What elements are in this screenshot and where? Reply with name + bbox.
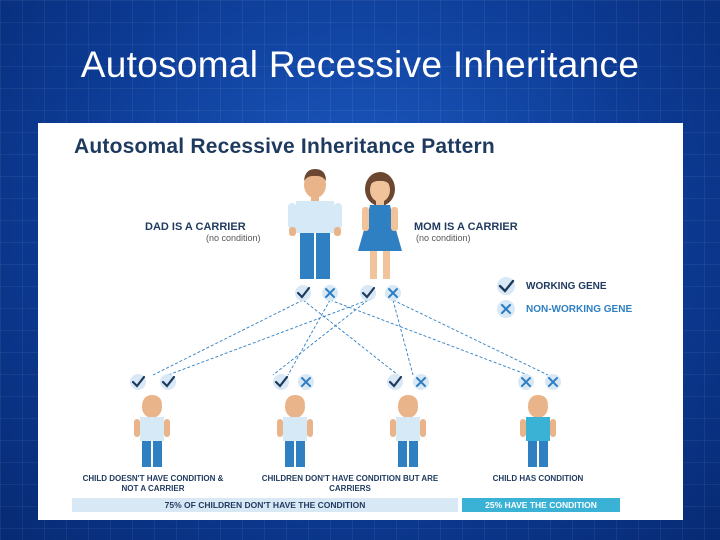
dad-figure bbox=[288, 169, 342, 279]
slide-title: Autosomal Recessive Inheritance bbox=[80, 44, 640, 85]
dad-sublabel: (no condition) bbox=[206, 233, 261, 243]
bar-no-condition: 75% OF CHILDREN DON'T HAVE THE CONDITION bbox=[72, 498, 458, 512]
legend-non-working: NON-WORKING GENE bbox=[526, 304, 633, 315]
child-4-figure bbox=[520, 395, 556, 467]
child-2-figure bbox=[277, 395, 313, 467]
working-gene-icon bbox=[497, 277, 515, 295]
child-3-figure bbox=[390, 395, 426, 467]
inheritance-diagram: Autosomal Recessive Inheritance Pattern bbox=[38, 123, 683, 520]
child-3-genes bbox=[387, 374, 429, 390]
child-4-genes bbox=[518, 374, 561, 390]
mom-label: MOM IS A CARRIER bbox=[414, 221, 518, 233]
diagram-title: Autosomal Recessive Inheritance Pattern bbox=[74, 135, 495, 158]
child-2-genes bbox=[273, 374, 314, 390]
mom-figure bbox=[358, 172, 402, 279]
mom-genes bbox=[360, 285, 401, 301]
inheritance-lines bbox=[152, 299, 549, 376]
bar-condition: 25% HAVE THE CONDITION bbox=[462, 498, 620, 512]
child-1-label: CHILD DOESN'T HAVE CONDITION & NOT A CAR… bbox=[82, 474, 224, 493]
diagram-graphics bbox=[130, 169, 561, 467]
legend-working: WORKING GENE bbox=[526, 281, 607, 292]
non-working-gene-icon bbox=[497, 300, 515, 318]
children-2-3-label: CHILDREN DON'T HAVE CONDITION BUT ARE CA… bbox=[261, 474, 439, 493]
child-4-label: CHILD HAS CONDITION bbox=[492, 474, 584, 483]
mom-sublabel: (no condition) bbox=[416, 233, 471, 243]
dad-label: DAD IS A CARRIER bbox=[145, 221, 246, 233]
child-1-figure bbox=[134, 395, 170, 467]
child-1-genes bbox=[130, 374, 176, 390]
dad-genes bbox=[295, 285, 338, 301]
